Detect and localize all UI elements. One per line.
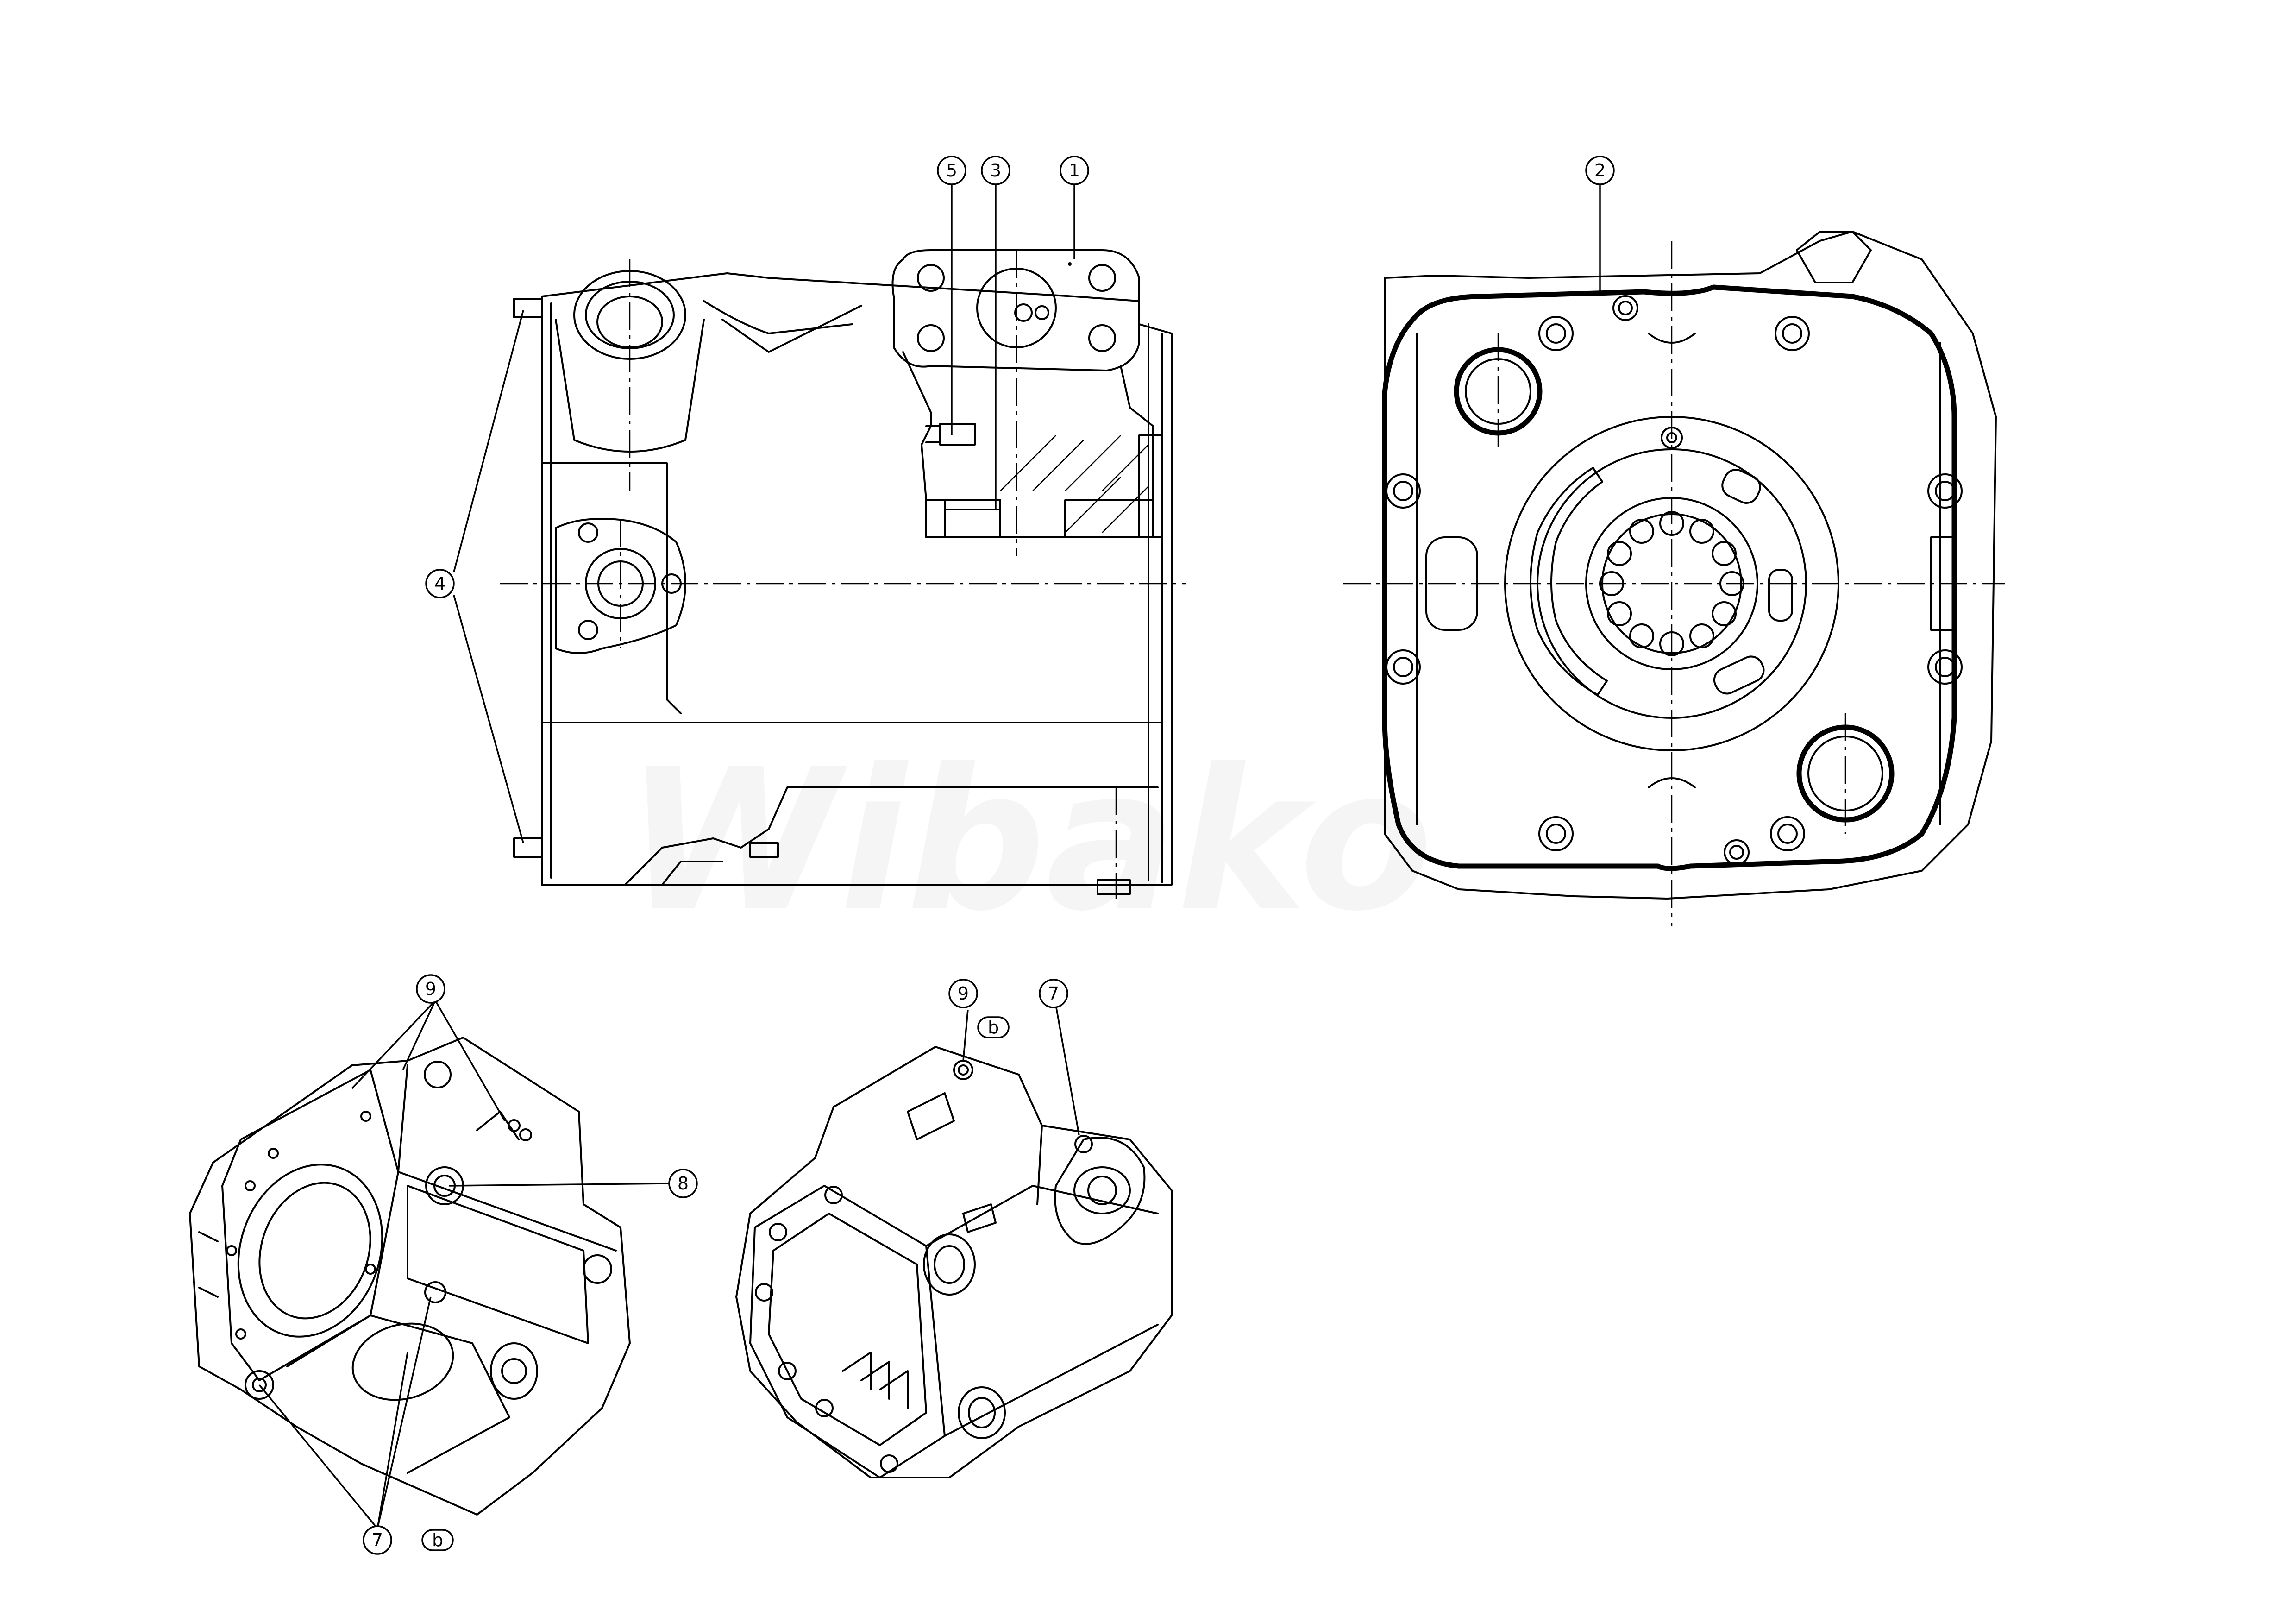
svg-text:5: 5 [946, 160, 957, 181]
svg-text:9: 9 [958, 983, 969, 1004]
callout-8: 8 [668, 1169, 698, 1198]
front-view [1343, 231, 2005, 926]
callout-b-right: b [977, 1016, 1010, 1038]
callout-2: 2 [1585, 156, 1615, 185]
side-view [500, 249, 1186, 899]
callout-3: 3 [981, 156, 1010, 185]
callout-9-left: 9 [416, 974, 445, 1004]
svg-text:3: 3 [990, 160, 1001, 181]
svg-text:9: 9 [425, 979, 436, 999]
svg-text:7: 7 [1048, 983, 1059, 1004]
svg-text:2: 2 [1594, 160, 1606, 181]
callout-b-left: b [421, 1529, 454, 1551]
callout-7-right: 7 [1039, 979, 1068, 1008]
callout-9-right: 9 [948, 979, 978, 1008]
svg-text:8: 8 [678, 1173, 689, 1194]
svg-text:7: 7 [372, 1530, 383, 1550]
iso-view-left [189, 1037, 631, 1516]
callout-7-left: 7 [363, 1525, 392, 1555]
iso-view-right [735, 1046, 1173, 1478]
callout-1: 1 [1060, 156, 1089, 185]
leader-lines [258, 184, 1601, 1529]
svg-text:b: b [988, 1017, 999, 1038]
watermark: Wibako [625, 728, 1433, 954]
callout-5: 5 [937, 156, 966, 185]
svg-text:4: 4 [434, 573, 445, 594]
callout-4: 4 [425, 569, 455, 598]
svg-text:1: 1 [1069, 160, 1080, 181]
svg-text:b: b [432, 1530, 443, 1550]
